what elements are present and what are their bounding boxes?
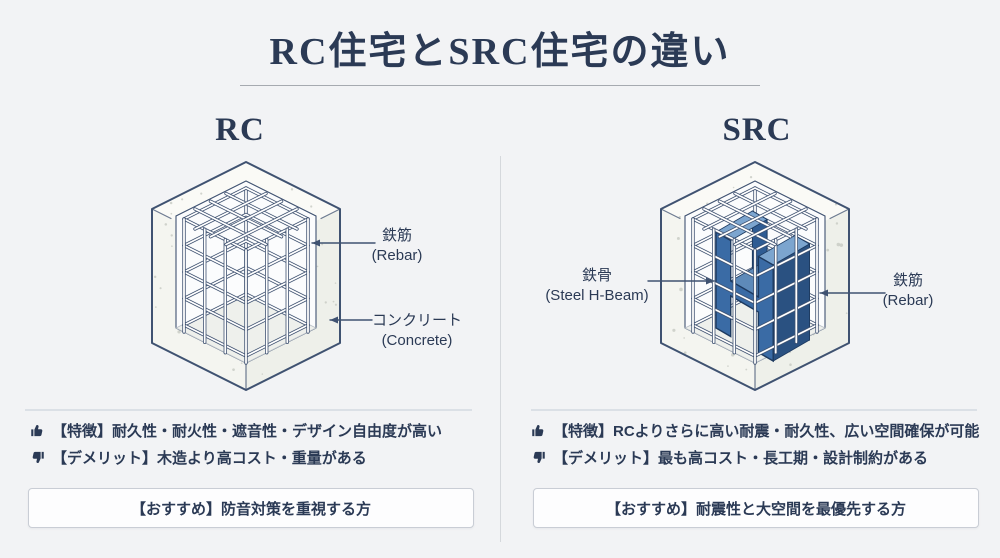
rc-concrete-label-jp: コンクリート xyxy=(371,312,462,329)
src-steel-label-jp: 鉄骨 xyxy=(581,267,612,284)
rc-concrete-label: コンクリート (Concrete) xyxy=(352,311,482,351)
rc-heading: RC xyxy=(215,112,265,148)
column-divider xyxy=(500,156,501,542)
rc-rebar-label: 鉄筋 (Rebar) xyxy=(352,226,442,266)
title-underline xyxy=(240,85,760,86)
src-separator-line xyxy=(531,409,977,411)
src-feature-row: 【特徴】RCよりさらに高い耐震・耐久性、広い空間確保が可能 xyxy=(531,420,979,441)
src-rebar-label-jp: 鉄筋 xyxy=(892,272,923,289)
src-rebar-label-en: (Rebar) xyxy=(882,292,934,309)
rc-rebar-label-en: (Rebar) xyxy=(371,247,423,264)
src-demerit-text: 【デメリット】最も高コスト・長工期・設計制約がある xyxy=(553,450,929,467)
rc-recommend-text: 【おすすめ】防音対策を重視する方 xyxy=(130,500,371,518)
rc-recommend-box: 【おすすめ】防音対策を重視する方 xyxy=(28,488,474,528)
page-title: RC住宅とSRC住宅の違い xyxy=(269,31,731,73)
thumbs-down-icon xyxy=(32,451,44,464)
rc-demerit-text: 【デメリット】木造より高コスト・重量がある xyxy=(52,450,367,467)
rc-concrete-label-en: (Concrete) xyxy=(381,332,453,349)
src-rebar-label: 鉄筋 (Rebar) xyxy=(863,271,953,311)
rc-separator-line xyxy=(25,409,472,411)
src-feature-text: 【特徴】RCよりさらに高い耐震・耐久性、広い空間確保が可能 xyxy=(553,423,980,440)
src-steel-label-en: (Steel H-Beam) xyxy=(545,287,649,304)
src-steel-label: 鉄骨 (Steel H-Beam) xyxy=(532,266,662,306)
rc-feature-text: 【特徴】耐久性・耐火性・遮音性・デザイン自由度が高い xyxy=(52,423,443,440)
src-recommend-box: 【おすすめ】耐震性と大空間を最優先する方 xyxy=(533,488,979,528)
rc-feature-row: 【特徴】耐久性・耐火性・遮音性・デザイン自由度が高い xyxy=(30,420,442,441)
thumbs-down-icon xyxy=(533,451,545,464)
src-demerit-row: 【デメリット】最も高コスト・長工期・設計制約がある xyxy=(531,447,928,468)
src-heading: SRC xyxy=(722,112,792,148)
thumbs-up-icon xyxy=(532,424,544,437)
thumbs-up-icon xyxy=(31,424,43,437)
rc-rebar-label-jp: 鉄筋 xyxy=(381,227,412,244)
rc-demerit-row: 【デメリット】木造より高コスト・重量がある xyxy=(30,447,367,468)
src-recommend-text: 【おすすめ】耐震性と大空間を最優先する方 xyxy=(605,500,906,518)
